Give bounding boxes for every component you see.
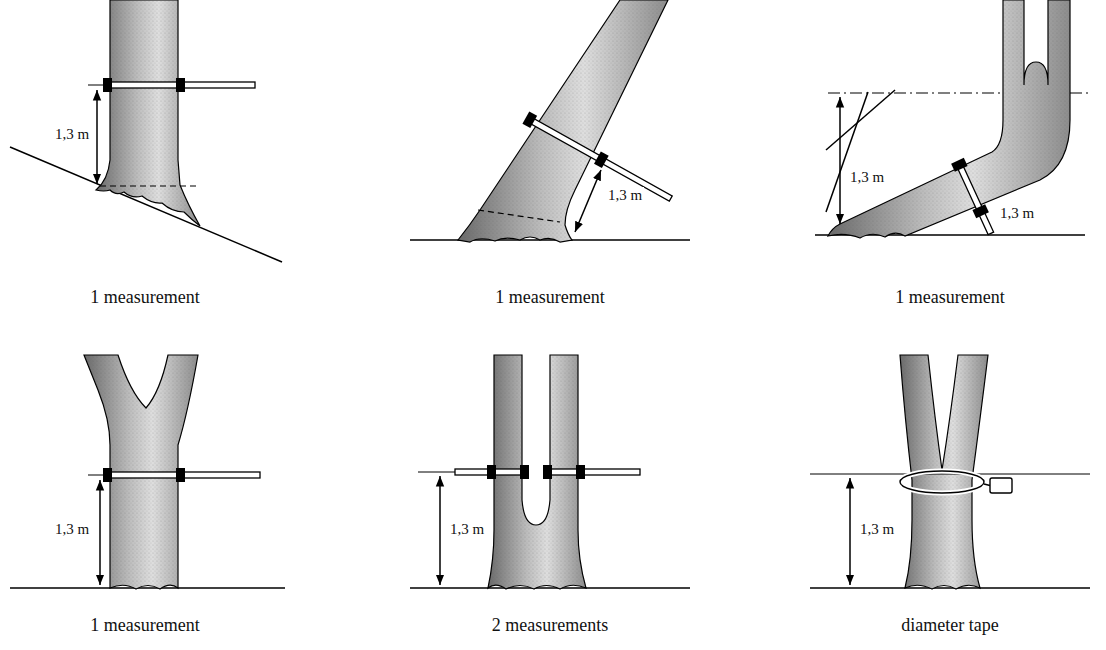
tree-trunk	[900, 355, 988, 589]
tree-forked-below	[410, 355, 690, 589]
diameter-tape	[900, 471, 1012, 493]
dimension-label: 1,3 m	[448, 521, 486, 538]
dimension-label: 1,3 m	[858, 521, 896, 538]
cross-out-line	[826, 92, 868, 212]
base-dashed-line	[100, 185, 196, 186]
height-arrow	[439, 476, 441, 585]
caliper	[951, 158, 997, 237]
trunk-stipple	[458, 0, 668, 242]
dimension-label: 1,3 m	[998, 205, 1036, 222]
ground-line	[410, 239, 690, 241]
cross-out-line	[826, 90, 895, 150]
caliper	[522, 111, 674, 204]
panel-caption: 2 measurements	[490, 615, 610, 636]
panel-caption: 1 measurement	[88, 287, 201, 308]
panel-caption: 1 measurement	[493, 287, 606, 308]
tree-on-slope	[10, 0, 282, 262]
dimension-label: 1,3 m	[606, 187, 644, 204]
ground-line	[10, 587, 285, 589]
height-tick	[418, 472, 455, 473]
panel-caption: 1 measurement	[88, 615, 201, 636]
tree-trunk	[96, 0, 200, 226]
trunk-stipple	[900, 355, 988, 589]
caliper	[103, 78, 255, 92]
dimension-label: 1,3 m	[53, 521, 91, 538]
panel-caption: 1 measurement	[893, 287, 1006, 308]
tree-with-tape	[810, 355, 1090, 589]
ground-line	[810, 587, 1090, 589]
caliper	[543, 465, 640, 479]
base-dashed-line	[478, 210, 560, 222]
panel-caption: diameter tape	[899, 615, 1000, 636]
height-arrow	[96, 90, 98, 184]
height-tick	[88, 85, 103, 86]
height-arrow	[575, 170, 601, 232]
caliper	[455, 465, 529, 479]
leaning-tree	[410, 0, 690, 242]
dimension-label: 1,3 m	[848, 169, 886, 186]
height-tick	[88, 475, 103, 476]
height-arrow	[849, 478, 851, 585]
caliper	[103, 468, 260, 482]
height-arrow	[99, 480, 101, 585]
wrong-height-arrow	[839, 97, 841, 224]
tree-trunk	[458, 0, 668, 242]
dimension-label: 1,3 m	[53, 126, 91, 143]
trunk-stipple	[96, 0, 200, 226]
ground-line	[410, 587, 690, 589]
tree-trunk	[828, 0, 1070, 238]
leaning-forked-tree	[815, 0, 1088, 238]
trunk-stipple	[828, 0, 1070, 238]
tree-forked-above	[10, 355, 285, 589]
